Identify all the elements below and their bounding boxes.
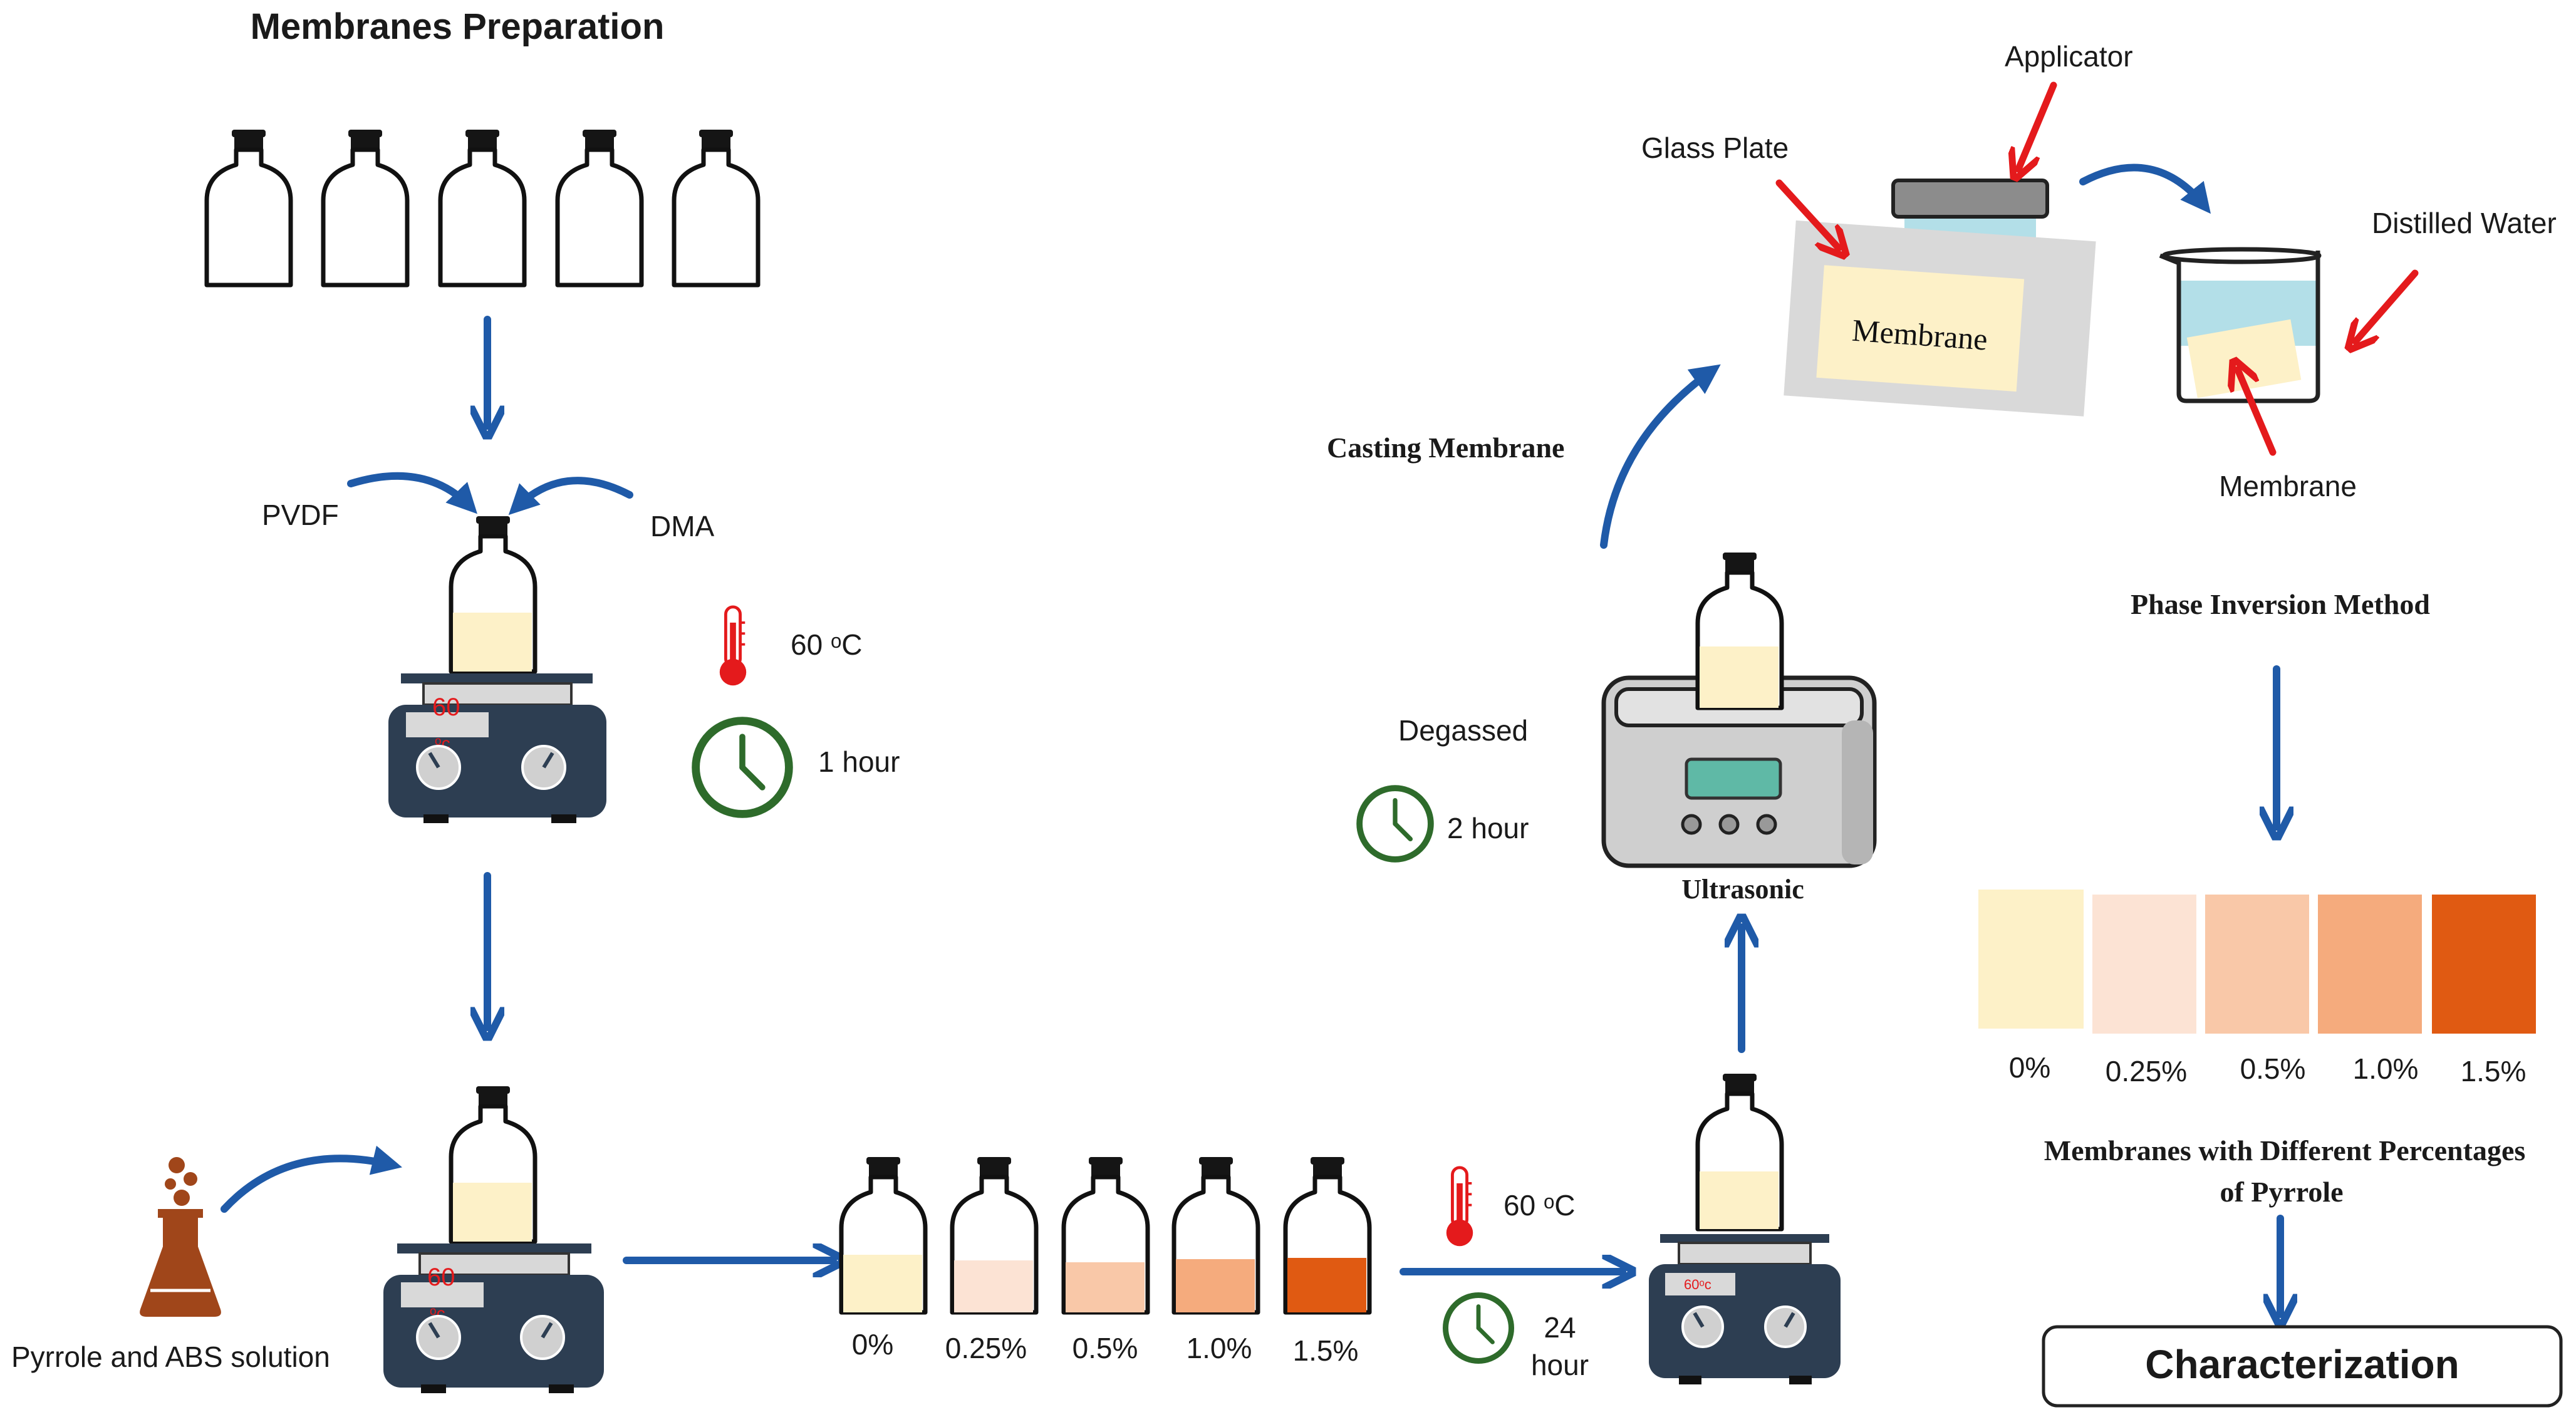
swatch-pct-2: 0.5% bbox=[2240, 1052, 2306, 1085]
thermometer-icon bbox=[1446, 1168, 1473, 1246]
empty-bottles-row bbox=[207, 130, 758, 285]
clock-icon bbox=[696, 721, 789, 814]
membrane-swatches bbox=[1978, 890, 2536, 1034]
empty-bottle-icon bbox=[674, 130, 758, 285]
swatch-0 bbox=[1978, 890, 2084, 1029]
membranes-caption-line2: of Pyrrole bbox=[2220, 1176, 2343, 1208]
casting-membrane-label: Casting Membrane bbox=[1327, 432, 1564, 464]
hotplate-display-2: 60 bbox=[427, 1264, 455, 1291]
time-label-2-line2: hour bbox=[1531, 1349, 1589, 1381]
thermometer-icon bbox=[720, 607, 746, 685]
pyrrole-add-arrow bbox=[221, 1145, 403, 1213]
hotplate-display-3: 60ᵒc bbox=[1684, 1277, 1711, 1292]
pyrrole-abs-label: Pyrrole and ABS solution bbox=[11, 1341, 330, 1373]
empty-bottle-icon bbox=[558, 130, 641, 285]
swatch-3 bbox=[2318, 895, 2422, 1034]
glass-plate-pointer bbox=[1775, 179, 1839, 248]
clock-icon bbox=[1359, 788, 1431, 859]
ultrasonic-label: Ultrasonic bbox=[1681, 874, 1804, 905]
distilled-water-label: Distilled Water bbox=[2372, 207, 2557, 239]
pyrrole-flask-icon bbox=[140, 1157, 221, 1317]
glass-plate-label: Glass Plate bbox=[1641, 132, 1789, 164]
empty-bottle-icon bbox=[207, 130, 291, 285]
glass-plate-assembly: Membrane bbox=[1784, 179, 2096, 417]
applicator-pointer bbox=[2018, 81, 2057, 169]
degassed-label: Degassed bbox=[1398, 714, 1528, 747]
swatch-pct-1: 0.25% bbox=[2106, 1055, 2187, 1087]
solution-level-2 bbox=[1066, 1262, 1145, 1312]
swatch-1 bbox=[2092, 895, 2196, 1034]
page-title: Membranes Preparation bbox=[251, 6, 665, 47]
phase-inversion-label: Phase Inversion Method bbox=[2131, 588, 2430, 620]
characterization-label: Characterization bbox=[2145, 1342, 2459, 1387]
bottle-pct-2: 0.5% bbox=[1072, 1332, 1138, 1364]
swatch-percentage-labels: 0% 0.25% 0.5% 1.0% 1.5% bbox=[2009, 1051, 2527, 1087]
characterization-box bbox=[2042, 1325, 2563, 1408]
solution-level-4 bbox=[1287, 1258, 1366, 1312]
bottle-pct-1: 0.25% bbox=[945, 1332, 1027, 1364]
ultrasonic-bath bbox=[1601, 553, 1877, 868]
swatch-pct-3: 1.0% bbox=[2353, 1052, 2419, 1085]
hotplate-stirrer-1: 60 ᵒc bbox=[388, 516, 606, 823]
bottle-pct-4: 1.5% bbox=[1293, 1334, 1359, 1367]
swatch-4 bbox=[2432, 895, 2536, 1034]
dma-arrow bbox=[508, 477, 633, 516]
temperature-label-2: 60 ᵒC bbox=[1504, 1189, 1576, 1222]
pyrrole-bottles-row bbox=[841, 1157, 1369, 1312]
casting-arrow bbox=[1600, 364, 1721, 549]
solution-level-3 bbox=[1176, 1259, 1255, 1312]
bottle-pct-0: 0% bbox=[852, 1328, 893, 1361]
time-label-3: 2 hour bbox=[1447, 812, 1529, 844]
to-beaker-arrow bbox=[2079, 164, 2211, 214]
empty-bottle-icon bbox=[440, 130, 524, 285]
time-label-1: 1 hour bbox=[818, 745, 900, 778]
swatch-pct-4: 1.5% bbox=[2461, 1055, 2527, 1087]
bottle-percentage-labels: 0% 0.25% 0.5% 1.0% 1.5% bbox=[852, 1328, 1359, 1367]
dma-label: DMA bbox=[650, 510, 715, 542]
distilled-water-pointer bbox=[2355, 269, 2419, 341]
time-label-2-line1: 24 bbox=[1544, 1311, 1576, 1344]
pvdf-label: PVDF bbox=[262, 499, 339, 531]
membranes-caption-line1: Membranes with Different Percentages bbox=[2044, 1134, 2526, 1166]
bottle-pct-3: 1.0% bbox=[1187, 1332, 1252, 1364]
solution-level-0 bbox=[843, 1255, 922, 1312]
temperature-label-1: 60 ᵒC bbox=[791, 628, 863, 661]
solution-level-1 bbox=[954, 1260, 1033, 1312]
hotplate-stirrer-2: 60 ᵒc bbox=[383, 1086, 604, 1393]
hotplate-display-1: 60 bbox=[432, 693, 460, 721]
applicator-label: Applicator bbox=[2005, 40, 2133, 73]
clock-icon bbox=[1446, 1295, 1512, 1361]
swatch-2 bbox=[2205, 895, 2309, 1034]
beaker-membrane-pointer bbox=[2238, 370, 2277, 456]
pvdf-arrow bbox=[347, 472, 477, 514]
beaker-membrane-label: Membrane bbox=[2219, 470, 2357, 502]
hotplate-stirrer-3: 60ᵒc bbox=[1649, 1074, 1841, 1384]
empty-bottle-icon bbox=[323, 130, 407, 285]
swatch-pct-0: 0% bbox=[2009, 1051, 2050, 1084]
